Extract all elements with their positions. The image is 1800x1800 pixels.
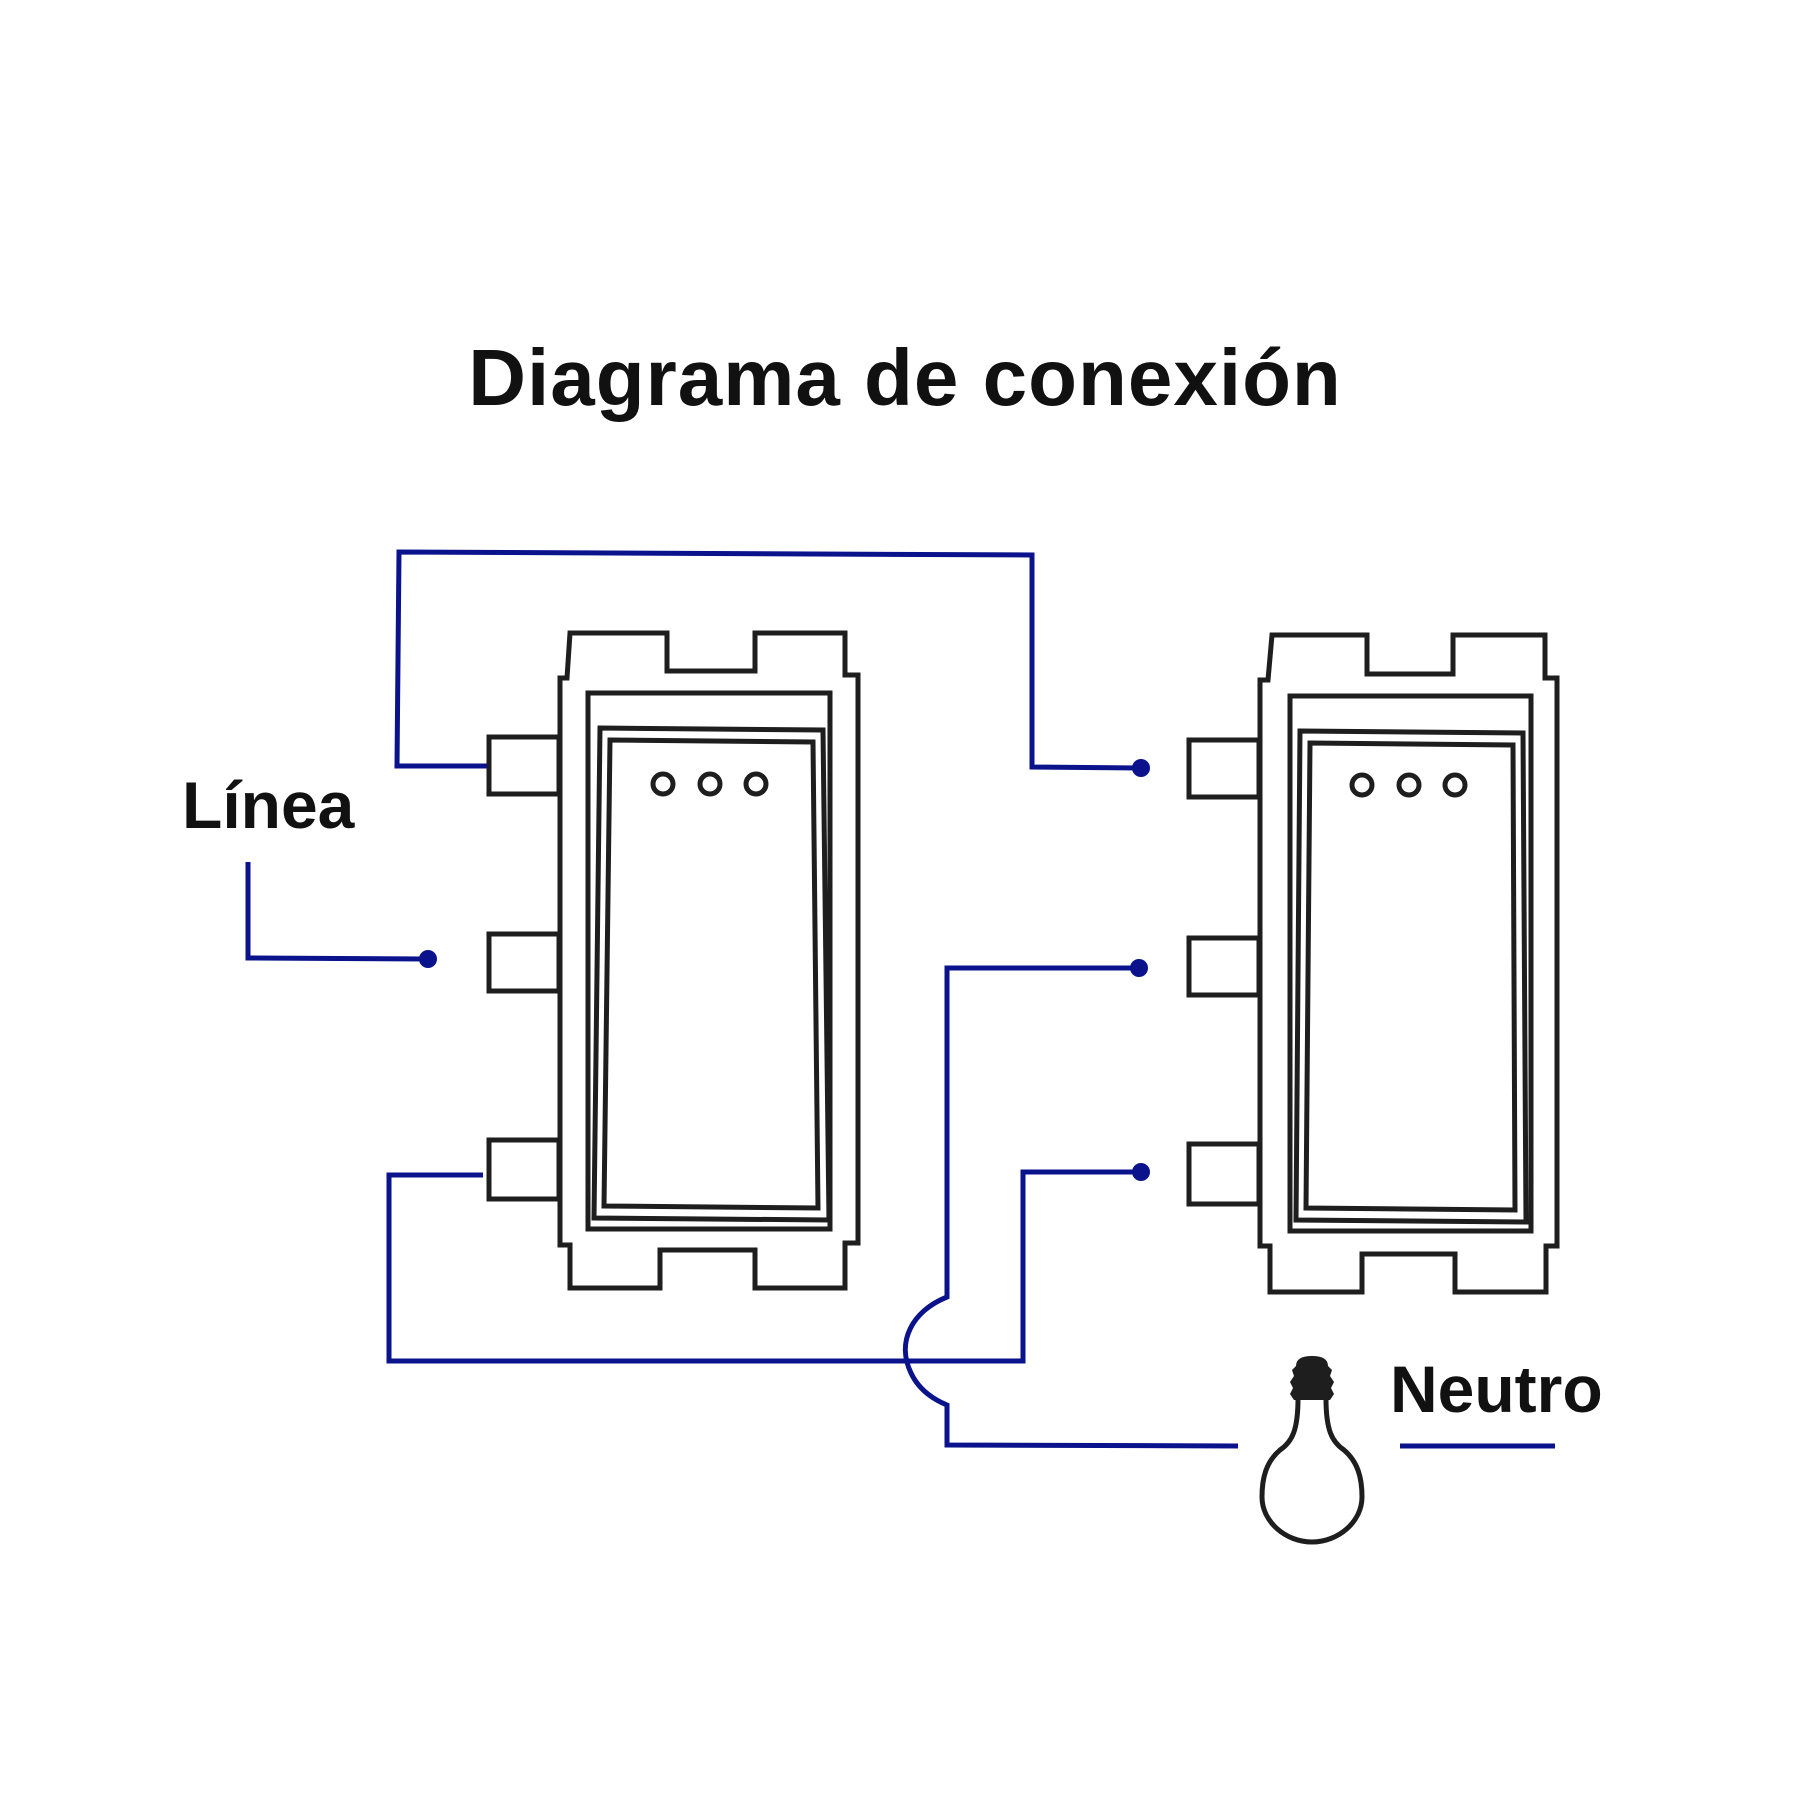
indicator-dot: [743, 771, 769, 797]
switch-left-rocker: [591, 725, 832, 1223]
light-bulb-icon: [1259, 1356, 1365, 1545]
bulb-glass: [1259, 1398, 1365, 1545]
linea-label: Línea: [182, 768, 356, 842]
switch-right-rocker: [1293, 728, 1529, 1225]
indicator-dot: [1442, 772, 1468, 798]
switch-right-terminal-bottom: [1186, 1141, 1262, 1207]
wire-top-traveler: [394, 549, 1141, 771]
switch-left-rocker-edge: [601, 737, 821, 1211]
neutro-label: Neutro: [1390, 1352, 1603, 1426]
wire-linea: [245, 862, 427, 962]
switch-right-frame: [1257, 632, 1560, 1295]
indicator-dot: [1349, 772, 1375, 798]
wires: [245, 549, 1555, 1449]
wire-common-to-lamp: [902, 965, 1239, 1449]
terminal-dot-left-middle: [419, 950, 437, 968]
page-title: Diagrama de conexión: [468, 333, 1342, 422]
switch-left-inner-frame: [585, 690, 833, 1232]
switch-left-frame: [557, 630, 861, 1291]
wire-bottom-traveler: [386, 1169, 1140, 1364]
terminal-dot-right-middle: [1130, 959, 1148, 977]
indicator-dot: [1396, 772, 1422, 798]
switch-right-terminal-middle: [1186, 935, 1262, 998]
switch-right: [1186, 632, 1560, 1295]
switch-left: [486, 630, 861, 1291]
switch-left-terminal-bottom: [486, 1137, 562, 1202]
terminal-dot-right-bottom: [1132, 1163, 1150, 1181]
terminal-dot-right-top: [1132, 759, 1150, 777]
switch-left-terminal-top: [486, 734, 562, 797]
switch-right-terminal-top: [1186, 737, 1262, 800]
switch-right-inner-frame: [1287, 693, 1534, 1234]
switch-left-terminal-middle: [486, 931, 562, 994]
bulb-base: [1290, 1356, 1334, 1400]
switch-right-rocker-edge: [1303, 740, 1518, 1213]
indicator-dot: [650, 771, 676, 797]
indicator-dot: [697, 771, 723, 797]
